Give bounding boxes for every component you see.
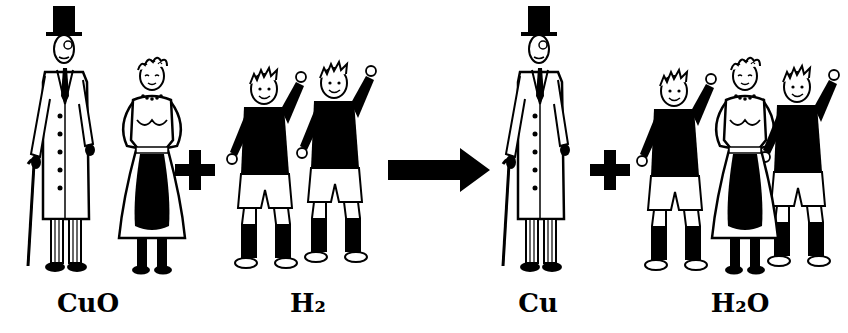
formula-label: Cu	[518, 288, 558, 318]
boy-figure	[227, 68, 306, 268]
formula-label: CuO	[57, 288, 119, 318]
plus-sign	[590, 150, 630, 190]
gentleman-figure	[503, 6, 570, 272]
reaction-arrow	[388, 148, 490, 192]
boy-figure	[637, 70, 716, 270]
boy-figure	[297, 62, 376, 262]
plus-sign	[175, 150, 215, 190]
formula-label: H₂	[290, 288, 326, 318]
lady-figure	[712, 58, 778, 275]
formula-label: H₂O	[711, 288, 770, 318]
gentleman-figure	[28, 6, 95, 272]
